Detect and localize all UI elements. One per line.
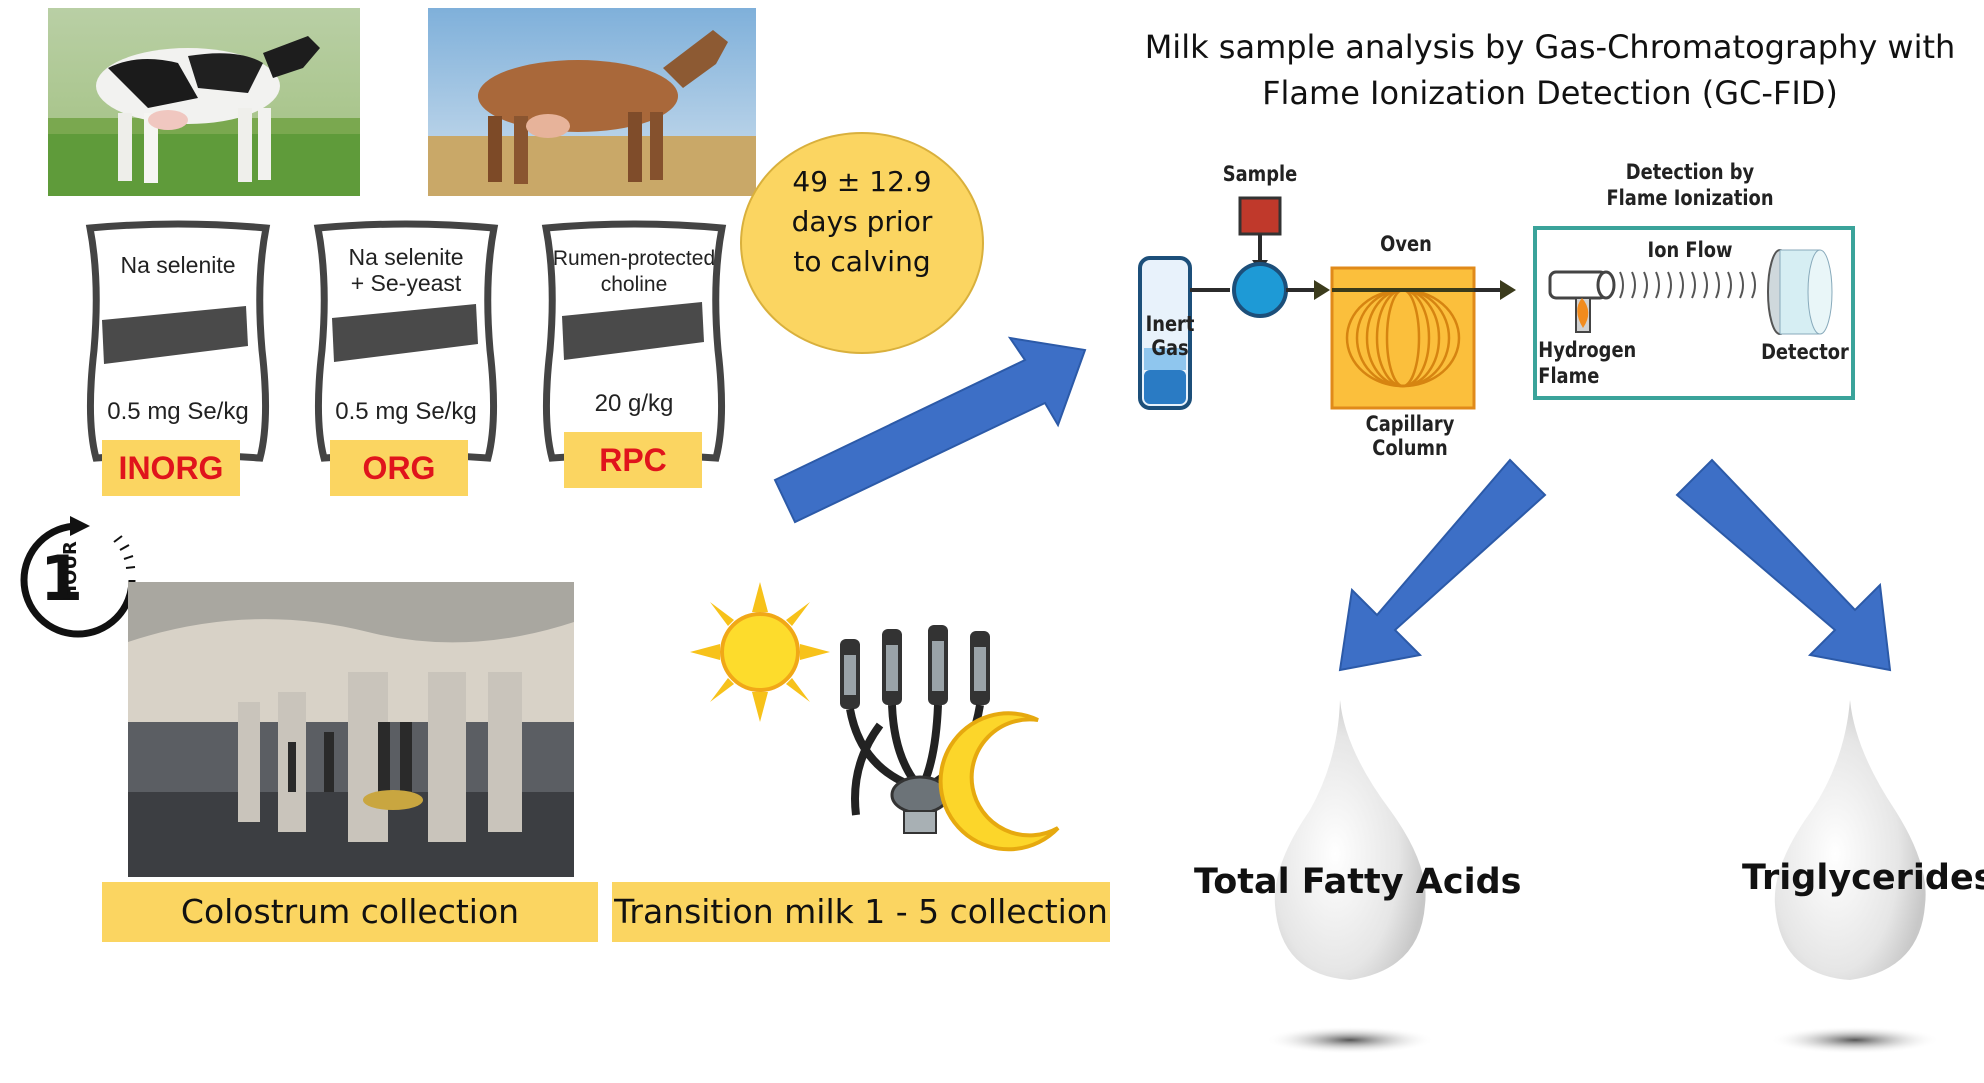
- supplement-bag-org: Na selenite + Se-yeast 0.5 mg Se/kg: [306, 220, 506, 470]
- bag-dose: 0.5 mg Se/kg: [107, 398, 249, 425]
- milking-claw-icon: [840, 625, 990, 834]
- bag-name-line2: + Se-yeast: [350, 270, 462, 296]
- clock-number: 1: [40, 542, 84, 615]
- bag-name-line2: choline: [600, 273, 668, 296]
- gc-title-line2: Flame Ionization Detection (GC-FID): [1262, 74, 1838, 112]
- milking-parlour-photo: [128, 582, 574, 877]
- code-label-org: ORG: [330, 440, 468, 496]
- code-label-inorg: INORG: [102, 440, 240, 496]
- bag-name-line1: Na selenite: [348, 244, 464, 270]
- bag-dose: 0.5 mg Se/kg: [335, 398, 477, 425]
- sample-injector-box: [1238, 196, 1282, 236]
- clock-unit: HOUR: [60, 541, 81, 600]
- gc-fid-diagram: [1138, 196, 1855, 410]
- timing-line3: to calving: [793, 245, 931, 278]
- detector-label: Detector: [1761, 340, 1849, 364]
- sun-icon: [690, 582, 830, 722]
- supplement-bag-rpc: Rumen-protected choline 20 g/kg: [534, 220, 734, 470]
- timing-line2: days prior: [791, 205, 933, 238]
- ion-flow-label: Ion Flow: [1647, 238, 1733, 262]
- gc-title-line1: Milk sample analysis by Gas-Chromatograp…: [1144, 28, 1956, 66]
- timing-circle: [740, 132, 984, 354]
- colostrum-caption: Colostrum collection: [102, 882, 598, 942]
- triglycerides-label: Triglycerides: [1742, 858, 1984, 898]
- detection-label-line2: Flame Ionization: [1606, 186, 1774, 210]
- bag-name-line1: Rumen-protected: [552, 247, 716, 270]
- holstein-cow-photo: [48, 8, 360, 196]
- hydrogen-label-line1: Hydrogen: [1538, 338, 1637, 362]
- arrow-to-triglycerides: [1675, 458, 1892, 672]
- milk-drop-fatty-acids: [1265, 700, 1435, 1054]
- inert-gas-label-line2: Gas: [1151, 336, 1189, 360]
- injection-valve: [1232, 262, 1288, 318]
- oven-label: Oven: [1380, 232, 1432, 256]
- supplement-bag-inorg: Na selenite 0.5 mg Se/kg: [78, 220, 278, 470]
- capillary-column-label: Capillary Column: [1365, 412, 1455, 460]
- milk-drop-triglycerides: [1770, 700, 1940, 1054]
- bag-dose: 20 g/kg: [594, 390, 674, 417]
- hydrogen-label-line2: Flame: [1538, 364, 1600, 388]
- sample-label: Sample: [1222, 162, 1298, 186]
- arrow-to-gc: [773, 336, 1087, 524]
- detection-label-line1: Detection by: [1625, 160, 1755, 184]
- jersey-cow-photo: [428, 8, 756, 196]
- inert-gas-label-line1: Inert: [1145, 312, 1195, 336]
- bag-name: Na selenite: [120, 252, 236, 278]
- total-fatty-acids-label: Total Fatty Acids: [1194, 862, 1522, 902]
- timing-line1: 49 ± 12.9: [792, 165, 932, 198]
- code-label-rpc: RPC: [564, 432, 702, 488]
- one-hour-clock-icon: [20, 516, 136, 638]
- transition-caption: Transition milk 1 - 5 collection: [612, 882, 1110, 942]
- arrow-to-fatty-acids: [1338, 458, 1547, 672]
- moon-icon: [938, 711, 1060, 852]
